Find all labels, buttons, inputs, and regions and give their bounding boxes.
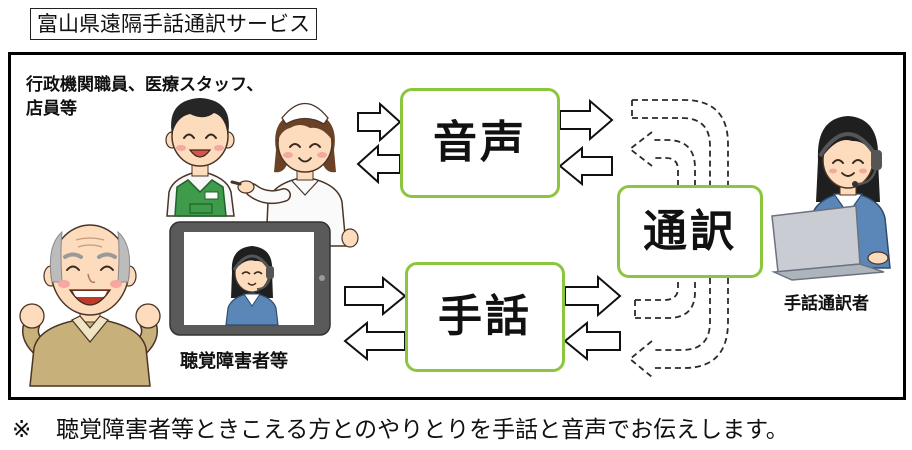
voice-channel-label: 音声 — [433, 117, 527, 168]
headset-earcup — [871, 150, 882, 170]
clerk-apron-pocket — [189, 203, 213, 214]
interpreter-label: 手話通訳者 — [784, 294, 869, 314]
staff-group-label: 行政機関職員、医療スタッフ、 店員等 — [26, 73, 263, 121]
elder-cheek-left — [58, 280, 70, 288]
elder-cheek-right — [110, 280, 122, 288]
headset-band — [818, 132, 878, 158]
elder-forehead-wrinkles — [75, 237, 105, 248]
clerk-eye-right — [205, 133, 217, 139]
tablet-interpreter-eye-right — [253, 271, 263, 275]
dashed-lower-inner-band — [634, 278, 696, 319]
elder-eye-right — [100, 265, 114, 271]
elder-teeth — [73, 291, 107, 297]
footnote-mark: ※ — [12, 417, 32, 443]
shop-clerk-illustration — [165, 98, 235, 217]
voice-in-arrow-right-icon — [357, 101, 402, 143]
nurse-mouth — [298, 157, 312, 163]
voice-relay-arrow-right-icon — [559, 98, 614, 142]
clerk-eye-left — [183, 133, 195, 139]
clerk-cheek-left — [176, 145, 186, 151]
tablet-interpreter-eye-left — [241, 271, 251, 275]
nurse-hand-lower — [341, 228, 359, 248]
laptop-lid — [771, 205, 861, 273]
nurse-cap — [281, 103, 329, 125]
sign-out-arrow-left-icon — [343, 320, 406, 362]
clerk-mouth — [188, 149, 212, 158]
nurse-cheek-left — [283, 152, 293, 158]
service-diagram-frame — [8, 52, 906, 400]
interpreter-mouth — [841, 172, 855, 177]
dashed-upper-inner-band — [652, 139, 696, 186]
sign-channel-label: 手話 — [438, 291, 532, 342]
elder-fist-left — [19, 303, 45, 329]
elder-fist-right — [135, 303, 161, 329]
sign-channel-box: 手話 — [405, 262, 565, 372]
dashed-curved-arrow-icon-lower — [628, 278, 729, 378]
elder-hair-left — [49, 230, 63, 283]
headset-icon — [818, 132, 882, 187]
nurse-finger — [230, 180, 242, 186]
tablet-interpreter-video — [225, 246, 279, 326]
clerk-cheek-right — [214, 145, 224, 151]
elder-collar — [71, 315, 109, 343]
interpreter-illustration — [771, 116, 891, 281]
dashed-lower-arrowhead-left-icon — [628, 340, 653, 378]
staff-group-label-line1: 行政機関職員、医療スタッフ、 — [26, 75, 264, 95]
page-title: 富山県遠隔手話通訳サービス — [30, 8, 317, 40]
elder-hair-right — [117, 230, 131, 283]
nurse-eye-right — [309, 143, 321, 148]
tablet-interpreter-collar — [243, 293, 261, 307]
clerk-hair — [171, 98, 229, 135]
elder-nose — [87, 273, 96, 284]
nurse-cheek-right — [317, 152, 327, 158]
voice-out-arrow-left-icon — [356, 143, 401, 185]
nurse-eye-left — [289, 143, 301, 148]
dashed-lower-outer-band — [652, 278, 729, 369]
dashed-upper-arrowhead-left-icon — [628, 131, 653, 167]
interpreter-cheek-left — [829, 168, 837, 174]
relay-channel-box: 通訳 — [617, 185, 763, 278]
relay-channel-label: 通訳 — [643, 205, 737, 257]
laptop-base — [771, 263, 885, 281]
elderly-man-illustration — [19, 224, 161, 387]
interpreter-bangs — [822, 127, 874, 156]
sign-in-arrow-right-icon — [344, 275, 407, 317]
elder-eye-left — [66, 265, 80, 271]
tablet-icon — [169, 221, 331, 336]
clerk-apron — [174, 179, 227, 217]
voice-channel-box: 音声 — [400, 88, 560, 198]
footnote-text: 聴覚障害者等ときこえる方とのやりとりを手話と音声でお伝えします。 — [56, 417, 789, 443]
tablet-headset-band — [232, 254, 272, 271]
elder-eyebrow-left — [63, 252, 83, 259]
dashed-curved-arrow-icon-upper — [628, 99, 729, 186]
sign-relay-arrow-right-icon — [564, 274, 622, 318]
headset-mic — [852, 181, 858, 187]
headset-mic-boom — [856, 167, 878, 186]
nurse-hand-pointing — [237, 180, 255, 194]
tablet-home-button — [319, 275, 325, 281]
staff-group-label-line2: 店員等 — [26, 99, 77, 119]
sign-relay-arrow-left-icon — [563, 320, 621, 362]
laptop-icon — [771, 205, 885, 281]
nurse-arm-sleeve — [246, 184, 290, 203]
footnote: ※ 聴覚障害者等ときこえる方とのやりとりを手話と音声でお伝えします。 — [12, 416, 789, 444]
clerk-name-tag — [204, 191, 219, 200]
interpreter-hand — [867, 251, 889, 265]
tablet-headset-mic — [256, 277, 271, 290]
tablet-interpreter-vest — [225, 292, 279, 326]
interpreter-eye-right — [852, 159, 864, 164]
interpreter-eye-left — [832, 159, 844, 164]
nurse-collar — [291, 180, 319, 196]
voice-relay-arrow-left-icon — [558, 145, 613, 187]
tablet-interpreter-bangs — [235, 252, 269, 270]
elder-eyebrow-right — [97, 252, 117, 259]
tablet-interpreter-mouth — [247, 282, 257, 286]
dashed-upper-outer-band — [631, 99, 729, 186]
tablet-headset-earcup — [266, 266, 274, 279]
interpreter-cheek-right — [859, 168, 867, 174]
deaf-group-label: 聴覚障害者等 — [180, 351, 288, 372]
